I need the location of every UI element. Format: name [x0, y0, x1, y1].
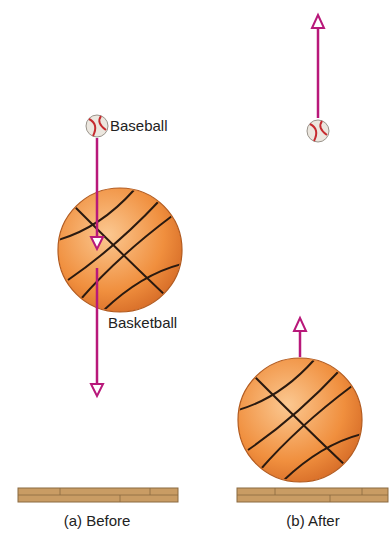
floor	[18, 488, 178, 502]
seam	[254, 376, 346, 466]
baseball	[307, 120, 329, 142]
wood-grain	[237, 495, 388, 496]
seam	[68, 200, 160, 280]
stitch	[99, 116, 106, 130]
panel-caption: (b) After	[286, 512, 339, 530]
velocity-arrow	[317, 28, 320, 118]
wood-grain	[275, 488, 276, 495]
basketball	[238, 358, 362, 482]
seam	[74, 206, 166, 296]
stitch	[320, 121, 327, 135]
part-label: Basketball	[108, 314, 177, 332]
floor	[237, 488, 388, 502]
stitch	[89, 119, 95, 136]
basketball	[58, 188, 182, 312]
wood-grain	[60, 488, 61, 495]
panel-caption: (a) Before	[64, 512, 131, 530]
seam	[80, 216, 172, 300]
ball-body	[86, 115, 108, 137]
floor-plank	[237, 488, 388, 502]
seam	[238, 360, 314, 410]
wood-grain	[330, 495, 331, 502]
velocity-arrow	[299, 331, 302, 357]
arrowhead	[91, 237, 103, 249]
ball-seams	[58, 190, 182, 310]
floor-plank	[18, 488, 178, 502]
seam	[248, 370, 340, 450]
velocity-arrow	[96, 138, 99, 237]
arrowhead	[91, 384, 103, 396]
seam	[104, 264, 182, 310]
part-label: Baseball	[110, 117, 168, 135]
seam	[260, 386, 352, 470]
wood-grain	[150, 488, 151, 495]
ball-body	[58, 188, 182, 312]
arrowhead	[312, 15, 324, 28]
stitch	[310, 124, 316, 141]
ball-body	[238, 358, 362, 482]
wood-grain	[120, 495, 121, 502]
velocity-arrow	[96, 268, 99, 384]
seam	[284, 434, 362, 480]
ball-seams	[238, 360, 362, 480]
wood-grain	[18, 495, 178, 496]
arrowhead	[294, 318, 306, 331]
ball-body	[307, 120, 329, 142]
baseball	[86, 115, 108, 137]
wood-grain	[362, 488, 363, 495]
